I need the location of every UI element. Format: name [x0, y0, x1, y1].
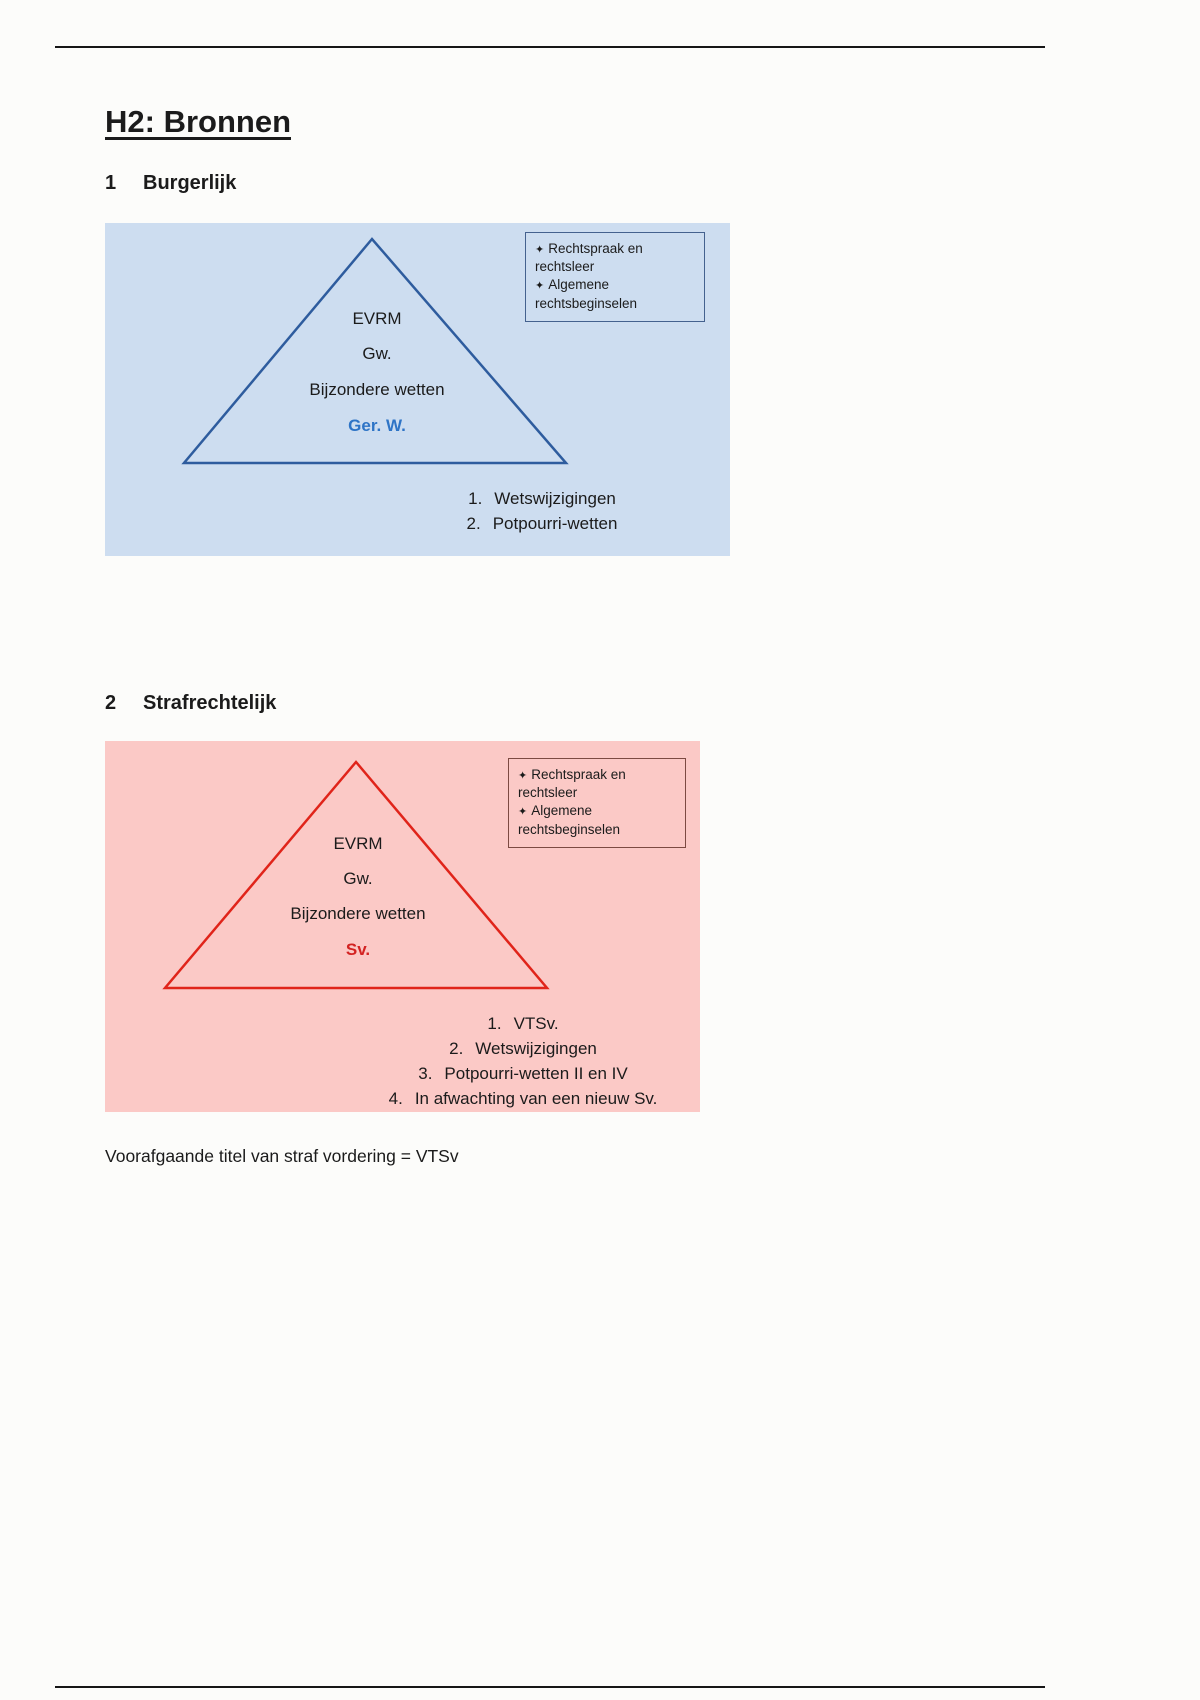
bottom-rule	[55, 1686, 1045, 1688]
side-note-text: Algemene rechtsbeginselen	[518, 803, 621, 837]
triangle-outline	[162, 760, 550, 990]
side-note-text: Rechtspraak en rechtsleer	[535, 241, 643, 275]
triangle-canvas	[181, 237, 569, 465]
strafrechtelijk-pyramid-diagram: EVRM Gw. Bijzondere wetten Sv. ✦Rechtspr…	[105, 741, 700, 1112]
list-item-number: 3.	[418, 1064, 433, 1083]
burgerlijk-pyramid-diagram: EVRM Gw. Bijzondere wetten Ger. W. ✦Rech…	[105, 223, 730, 556]
numbered-list: 1. Wetswijzigingen 2. Potpourri-wetten	[392, 486, 692, 536]
diamond-bullet-icon: ✦	[518, 806, 528, 819]
list-item-text: Wetswijzigingen	[475, 1039, 597, 1058]
list-item-number: 2.	[449, 1039, 464, 1058]
diamond-bullet-icon: ✦	[535, 244, 545, 256]
list-item: 1. Wetswijzigingen	[468, 486, 616, 511]
diamond-bullet-icon: ✦	[518, 770, 528, 782]
triangle-layer-bijzondere-wetten: Bijzondere wetten	[309, 380, 445, 399]
triangle-layer-evrm: EVRM	[352, 309, 402, 328]
section-heading-burgerlijk: 1 Burgerlijk	[105, 172, 236, 195]
triangle-outline	[181, 237, 569, 465]
side-note-item: ✦Rechtspraak en rechtsleer	[535, 240, 695, 276]
list-item-text: Potpourri-wetten	[492, 514, 618, 533]
side-note-item: ✦Rechtspraak en rechtsleer	[518, 766, 676, 802]
triangle-canvas	[162, 760, 550, 990]
list-item-number: 1.	[468, 489, 483, 508]
list-item: 2. Potpourri-wetten	[467, 511, 618, 536]
side-note-text: Rechtspraak en rechtsleer	[518, 767, 626, 801]
triangle-layer-bijzondere-wetten: Bijzondere wetten	[290, 904, 426, 923]
section-heading-strafrechtelijk: 2 Strafrechtelijk	[105, 692, 276, 715]
list-item-text: In afwachting van een nieuw Sv.	[414, 1089, 658, 1108]
list-item: 3. Potpourri-wetten II en IV	[418, 1061, 628, 1086]
page-title: H2: Bronnen	[105, 104, 291, 139]
list-item-text: VTSv.	[513, 1014, 559, 1033]
diamond-bullet-icon: ✦	[535, 280, 545, 293]
side-note-box: ✦Rechtspraak en rechtsleer ✦Algemene rec…	[508, 758, 686, 848]
list-item: 1. VTSv.	[487, 1011, 558, 1036]
top-rule	[55, 46, 1045, 48]
list-item-number: 4.	[388, 1089, 403, 1108]
section-number: 1	[105, 172, 117, 194]
triangle-base-label: Ger. W.	[348, 416, 406, 435]
side-note-item: ✦Algemene rechtsbeginselen	[535, 276, 695, 312]
section-number: 2	[105, 692, 117, 714]
list-item-text: Wetswijzigingen	[494, 489, 616, 508]
list-item-number: 2.	[466, 514, 481, 533]
footnote-text: Voorafgaande titel van straf vordering =…	[105, 1146, 459, 1166]
triangle-layer-gw: Gw.	[343, 869, 373, 888]
triangle-layer-gw: Gw.	[362, 344, 392, 363]
numbered-list: 1. VTSv. 2. Wetswijzigingen 3. Potpourri-we…	[348, 1011, 698, 1111]
side-note-text: Algemene rechtsbeginselen	[535, 277, 638, 311]
list-item: 4. In afwachting van een nieuw Sv.	[389, 1086, 658, 1111]
list-item-number: 1.	[487, 1014, 502, 1033]
side-note-item: ✦Algemene rechtsbeginselen	[518, 802, 676, 838]
list-item-text: Potpourri-wetten II en IV	[444, 1064, 628, 1083]
section-title: Strafrechtelijk	[143, 692, 277, 714]
section-title: Burgerlijk	[143, 172, 237, 194]
side-note-box: ✦Rechtspraak en rechtsleer ✦Algemene rec…	[525, 232, 705, 322]
triangle-base-label: Sv.	[345, 940, 371, 959]
list-item: 2. Wetswijzigingen	[449, 1036, 597, 1061]
triangle-layer-evrm: EVRM	[333, 834, 383, 853]
